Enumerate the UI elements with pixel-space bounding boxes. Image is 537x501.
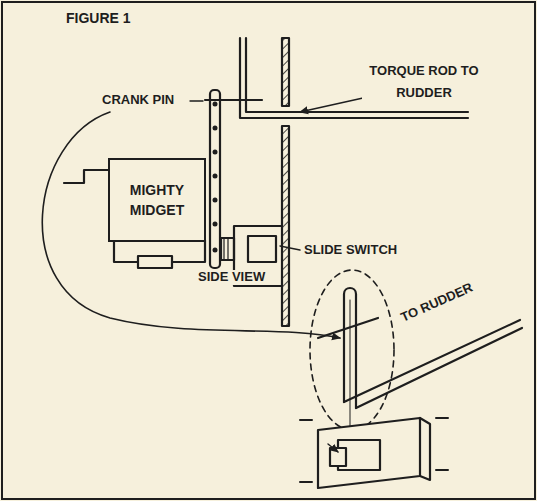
motor-body: MIGHTY MIDGET [108,158,206,242]
bulkhead [282,38,289,106]
motor-lead [114,240,205,262]
part-label: TORQUE ROD TO RUDDER [362,60,486,104]
switch-knob [221,238,234,260]
part-label: SLIDE SWITCH [302,243,399,258]
leader-line [280,246,300,250]
resistor-symbol [138,256,172,268]
view-label: SIDE VIEW [196,270,267,285]
slide-switch [248,236,276,262]
motor-shaft [64,170,110,183]
callout-arrow [42,112,340,338]
switch-plate [318,418,420,488]
crank-pin [205,99,262,101]
part-label: CRANK PIN [100,93,176,108]
figure-title: FIGURE 1 [66,10,131,26]
crank-arm [210,90,220,268]
motor-label: MIGHTY MIDGET [116,180,198,221]
detail-ellipse [310,270,394,430]
crank-pin-detail [318,318,378,338]
rod-to-rudder [344,320,522,408]
leader-line [190,100,203,101]
switch-knob-detail [330,448,346,466]
